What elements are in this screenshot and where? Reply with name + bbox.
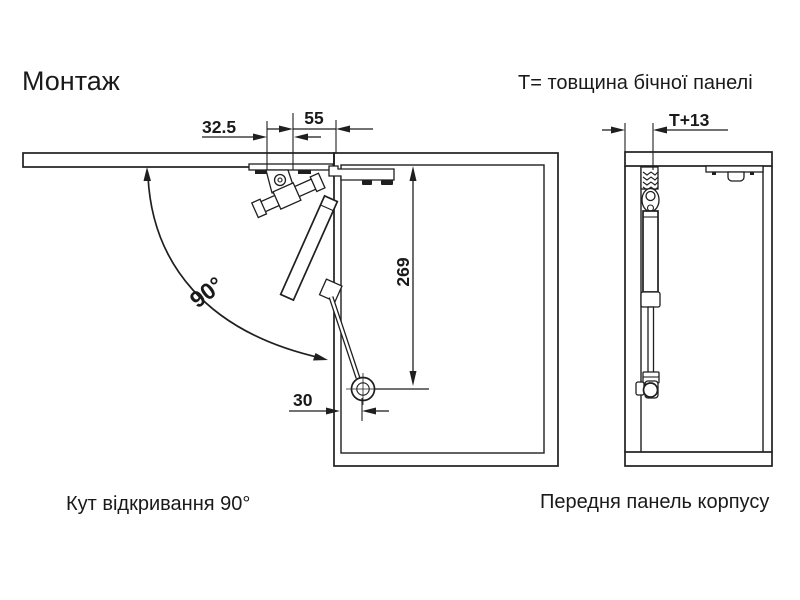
right-view-drawing: T+13 (602, 110, 773, 467)
gas-spring (250, 172, 380, 405)
page-title: Монтаж (22, 66, 120, 96)
gas-spring-cylinder (279, 194, 339, 302)
caption-front-panel: Передня панель корпусу (540, 491, 769, 513)
dim-55-label: 55 (304, 108, 324, 128)
caption-opening-angle: Кут відкривання 90° (66, 493, 250, 515)
cabinet-bracket (328, 165, 395, 185)
cabinet-body (333, 152, 559, 467)
gas-spring-collar (318, 278, 343, 303)
front-panel (762, 166, 773, 452)
dimension-30: 30 (289, 390, 389, 421)
left-view-drawing: 90° 32.5 55 269 (22, 108, 559, 467)
door-pivot (273, 173, 287, 187)
spring-collar-side (640, 291, 661, 308)
catch-fitting (705, 165, 764, 182)
dim-30-label: 30 (293, 390, 313, 410)
dimension-32-5: 32.5 (202, 113, 321, 170)
spring-rod-side (647, 306, 655, 375)
dimension-t13: T+13 (602, 110, 728, 170)
dimension-55: 55 (267, 108, 373, 153)
gas-spring-clamp (250, 172, 326, 219)
arc-arrow-up (143, 167, 151, 181)
thickness-note: Т= товщина бічної панелі (518, 72, 753, 94)
top-panel (624, 151, 773, 167)
dim-269-label: 269 (393, 257, 413, 286)
side-panel (624, 166, 642, 452)
gas-spring-side-view (635, 166, 661, 399)
ball-socket-side (642, 382, 659, 398)
spring-cylinder-side (642, 210, 659, 293)
dimension-269: 269 (375, 166, 429, 390)
dim-32-5-label: 32.5 (202, 117, 236, 137)
ball-socket (346, 373, 380, 405)
bottom-panel (624, 451, 773, 467)
arc-arrow-end (313, 353, 328, 361)
dim-t13-label: T+13 (669, 110, 710, 130)
angle-label: 90° (185, 271, 228, 313)
